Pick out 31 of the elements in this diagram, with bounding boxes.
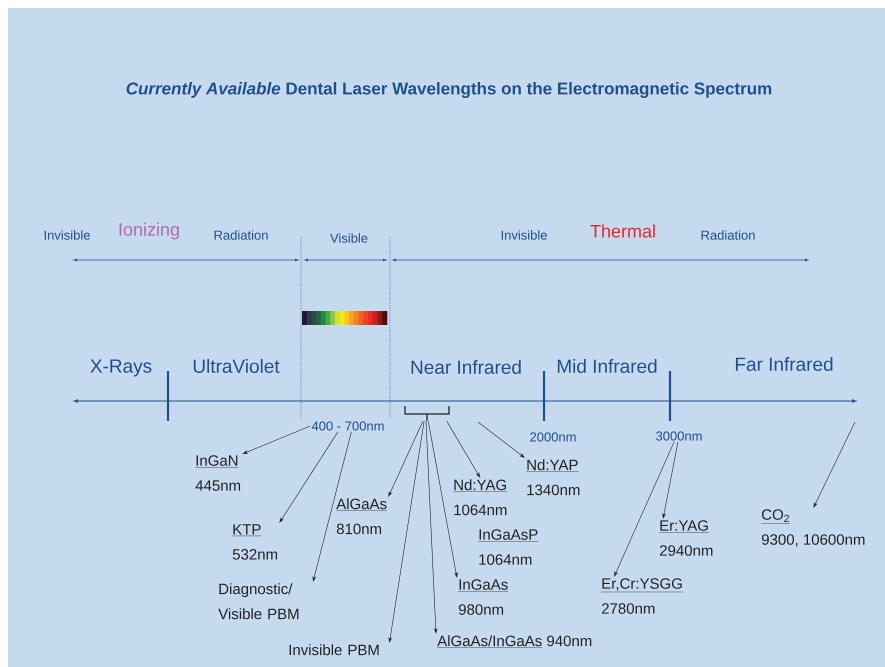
band-label: Far Infrared xyxy=(736,357,832,371)
application-label: Diagnostic/ Visible PBM xyxy=(218,583,298,620)
band-label: Ionizing xyxy=(120,222,179,240)
laser-label: Er,Cr:YSGG 2780nm xyxy=(601,578,684,614)
band-label: Invisible xyxy=(44,230,90,240)
band-label: Near Infrared xyxy=(412,360,521,374)
band-label: Visible xyxy=(330,233,368,243)
band-label: Mid Infrared xyxy=(558,359,656,373)
band-label: 2000nm xyxy=(530,432,576,442)
wavelength-label: 3000nm xyxy=(656,431,702,441)
laser-label: AlGaAs 810nm xyxy=(336,498,388,534)
band-label: X-Rays xyxy=(90,360,152,376)
laser-label: CO$_{2}$ 9300, 10600nm xyxy=(761,509,864,547)
band-label: Invisible xyxy=(502,230,547,240)
title: Currently Available Dental Laser Wavelengths on the Electromagnetic Spectrum xyxy=(126,82,772,98)
laser-label: Nd:YAP 1340nm xyxy=(526,459,580,496)
band-label: Radiation xyxy=(214,230,268,240)
laser-label: Nd:YAG 1064nm xyxy=(453,479,508,516)
laser-label: AlGaAs/InGaAs 940nm xyxy=(437,635,592,648)
band-label: Thermal xyxy=(590,224,655,238)
laser-label: InGaAs 980nm xyxy=(458,579,508,615)
wavelength-label: 400 - 700nm xyxy=(312,421,384,431)
band-label: UltraViolet xyxy=(194,359,280,373)
laser-label: KTP 532nm xyxy=(232,524,278,560)
application-label: Invisible PBM xyxy=(290,644,379,656)
band-label: Radiation xyxy=(702,230,755,240)
laser-label: Er:YAG 2940nm xyxy=(659,520,712,556)
laser-label: InGaN 445nm xyxy=(195,455,240,491)
arrow xyxy=(478,422,525,458)
laser-label: InGaAsP 1064nm xyxy=(478,529,538,565)
bracket xyxy=(404,405,450,422)
